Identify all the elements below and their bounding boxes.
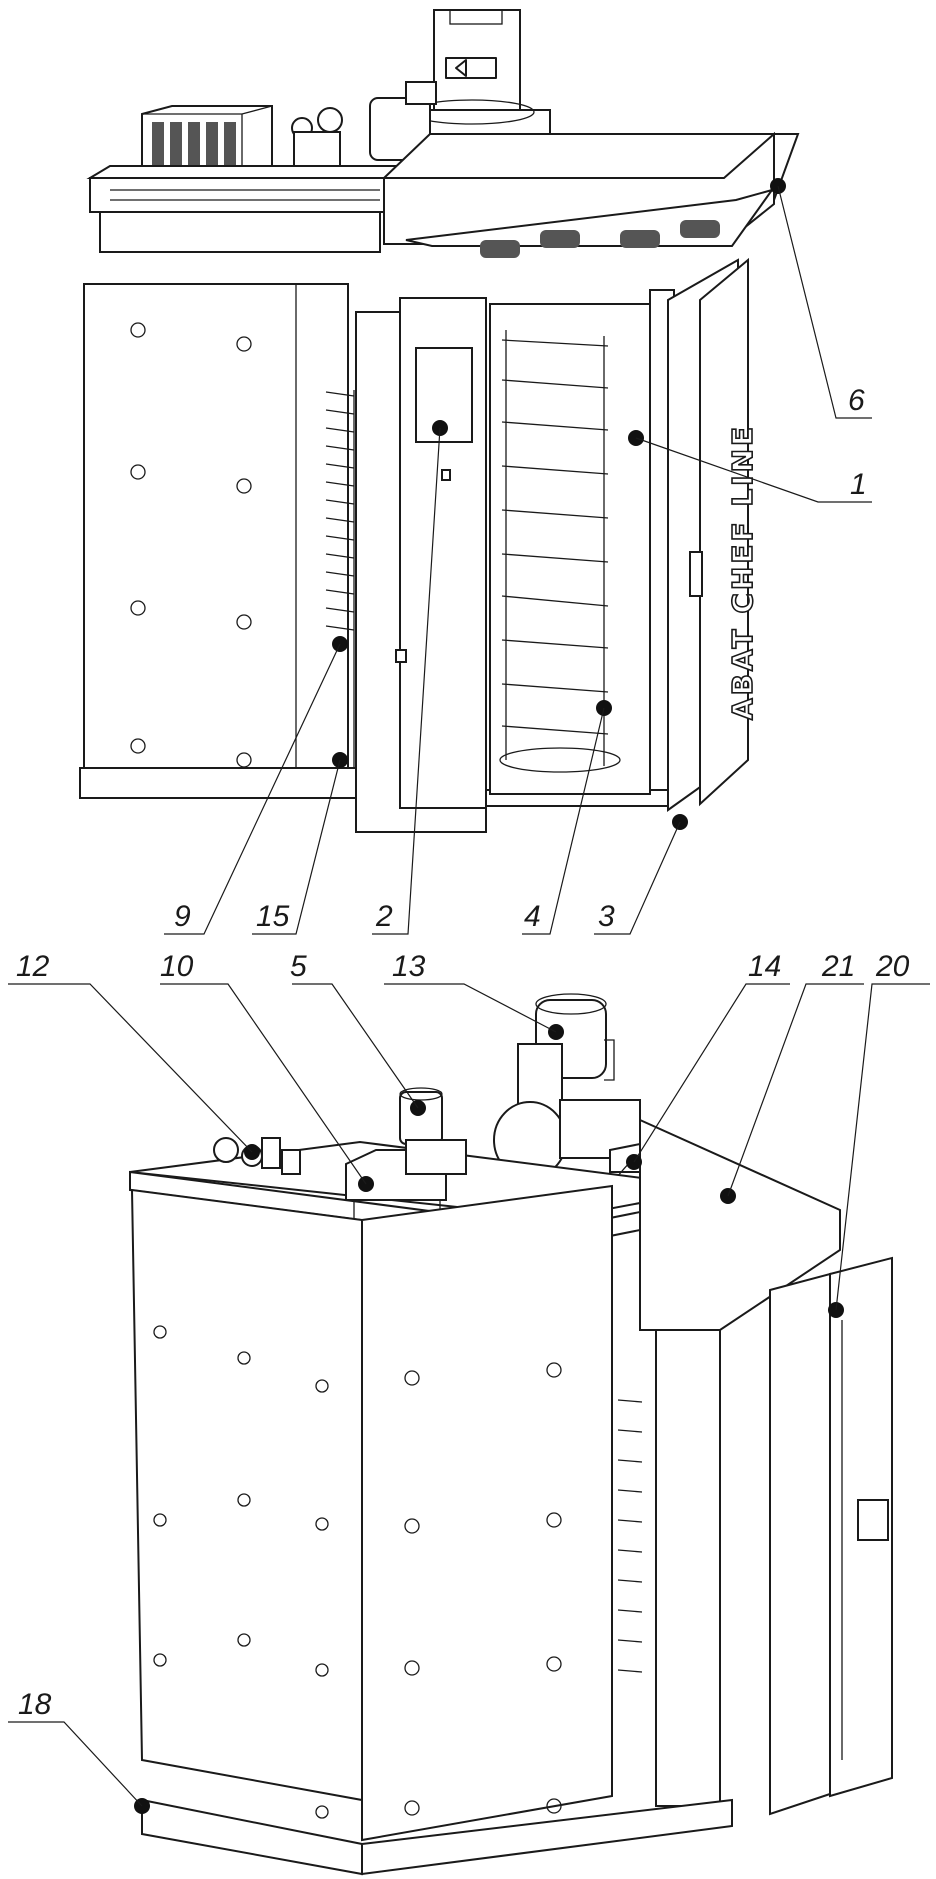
front-frame (355, 297, 487, 833)
left-side-panel (83, 283, 349, 769)
callout-1-label: 1 (850, 468, 867, 501)
oven-rear-view (129, 993, 893, 1876)
valve-cluster-top (291, 107, 343, 173)
callout-1: 1 (628, 430, 872, 503)
callout-6-leader (777, 185, 872, 419)
callout-20-leader (835, 983, 930, 1311)
rear-base (141, 1798, 733, 1876)
callout-4: 4 (522, 700, 612, 935)
callout-5-leader (292, 983, 419, 1109)
callout-4-label: 4 (524, 900, 541, 933)
callout-1-leader (635, 437, 872, 503)
callout-21-label: 21 (821, 950, 855, 983)
rear-side-rails (617, 1399, 643, 1673)
callout-15-leader (252, 759, 341, 935)
callout-10-leader (160, 983, 367, 1185)
callout-10-label: 10 (160, 950, 194, 983)
callout-15-label: 15 (256, 900, 290, 933)
callout-5-label: 5 (290, 950, 307, 983)
door-rear (769, 1256, 893, 1816)
callout-15: 15 (252, 752, 348, 935)
open-door: ABAT CHEF LINE (667, 257, 760, 812)
callout-9-label: 9 (174, 900, 191, 933)
callout-4-leader (522, 707, 605, 935)
callout-2: 2 (372, 420, 448, 935)
callout-20: 20 (828, 950, 930, 1318)
rear-pillar (655, 1305, 721, 1807)
callout-21: 21 (720, 950, 864, 1204)
callout-9-leader (164, 643, 341, 935)
hood (382, 131, 800, 258)
callout-6-label: 6 (848, 384, 865, 417)
trolley-rack (489, 303, 651, 795)
callout-3: 3 (594, 814, 688, 935)
fan-motor (493, 993, 641, 1179)
callout-12: 12 (8, 950, 260, 1160)
callout-9: 9 (164, 636, 348, 935)
callout-18: 18 (8, 1688, 150, 1814)
callout-3-leader (594, 821, 681, 935)
top-deck (86, 165, 414, 253)
callouts: 6 1 9 15 2 4 3 (8, 178, 930, 1814)
callout-10: 10 (160, 950, 374, 1192)
rear-left-body (130, 1184, 613, 1842)
callout-6: 6 (770, 178, 872, 419)
transformer-box (141, 105, 273, 185)
oven-front-view: ABAT CHEF LINE (79, 9, 800, 833)
brand-lettering: ABAT CHEF LINE (726, 424, 759, 720)
tray-rails-left (325, 390, 355, 780)
callout-20-label: 20 (875, 950, 910, 983)
callout-21-leader (727, 983, 864, 1197)
callout-18-label: 18 (18, 1688, 52, 1721)
pump (399, 1087, 467, 1175)
callout-18-leader (8, 1721, 143, 1807)
callout-13-label: 13 (392, 950, 426, 983)
fan-motor-top (369, 81, 437, 161)
callout-12-leader (8, 983, 253, 1153)
callout-2-label: 2 (375, 900, 393, 933)
callout-14-leader (633, 983, 790, 1163)
callout-13: 13 (384, 950, 564, 1040)
callout-3-label: 3 (598, 900, 615, 933)
callout-12-label: 12 (16, 950, 50, 983)
callout-14-label: 14 (748, 950, 781, 983)
callout-13-leader (384, 983, 557, 1033)
callout-2-leader (372, 427, 441, 935)
callout-14: 14 (626, 950, 790, 1170)
callout-5: 5 (290, 950, 426, 1116)
